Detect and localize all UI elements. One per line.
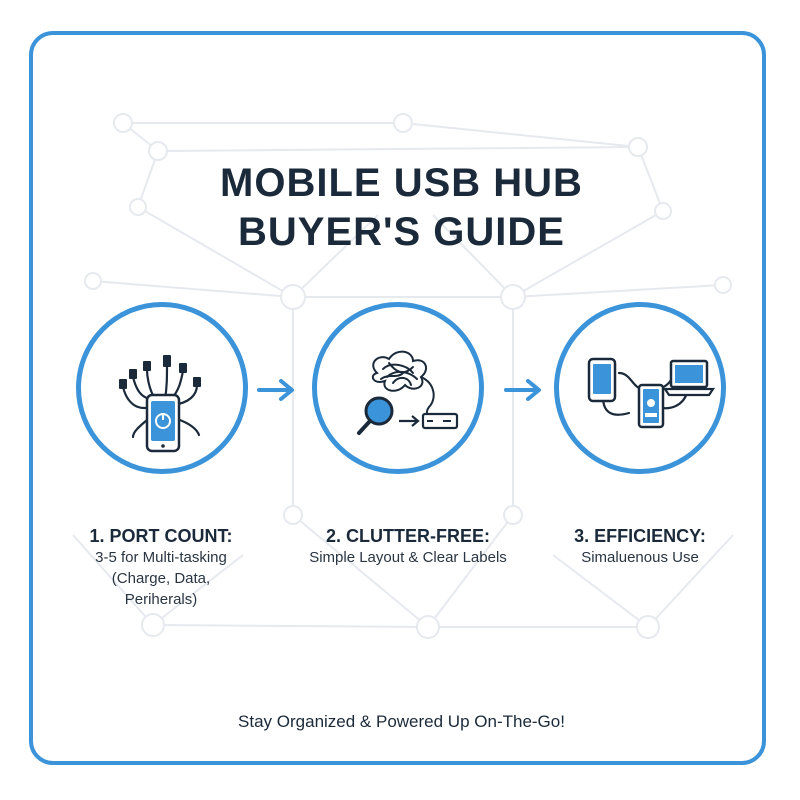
phone-with-cables-icon (119, 355, 201, 453)
guide-title-line-2: BUYER'S GUIDE (237, 210, 565, 254)
step-1-description-line-3: Periherals) (124, 591, 198, 608)
footer-tagline: Stay Organized & Powered Up On-The-Go! (238, 712, 565, 731)
arrow-right-icon (257, 379, 294, 401)
background-network-pattern (72, 113, 734, 639)
phone-hub-laptop-icon (587, 357, 716, 429)
step-1-text: 1. PORT COUNT: 3-5 for Multi-tasking (Ch… (66, 525, 256, 610)
step-2-description-line-1: Simple Layout & Clear Labels (309, 549, 507, 566)
step-1-title: 1. PORT COUNT: (89, 526, 233, 546)
guide-title-line-1: MOBILE USB HUB (220, 161, 583, 205)
step-1-description-line-1: 3-5 for Multi-tasking (95, 549, 227, 566)
step-2-circle (312, 302, 484, 474)
step-2-text: 2. CLUTTER-FREE: Simple Layout & Clear L… (288, 525, 528, 568)
step-3-text: 3. EFFICIENCY: Simaluenous Use (545, 525, 735, 568)
step-1-circle (76, 302, 248, 474)
step-3-title: 3. EFFICIENCY: (574, 526, 706, 546)
step-1-description-line-2: (Charge, Data, (111, 570, 211, 587)
guide-card: MOBILE USB HUB BUYER'S GUIDE (29, 31, 766, 765)
arrow-right-icon (504, 379, 541, 401)
tangled-cable-magnifier-icon (357, 350, 459, 435)
step-3-circle (554, 302, 726, 474)
step-2-title: 2. CLUTTER-FREE: (326, 526, 490, 546)
step-3-description-line-1: Simaluenous Use (581, 549, 699, 566)
